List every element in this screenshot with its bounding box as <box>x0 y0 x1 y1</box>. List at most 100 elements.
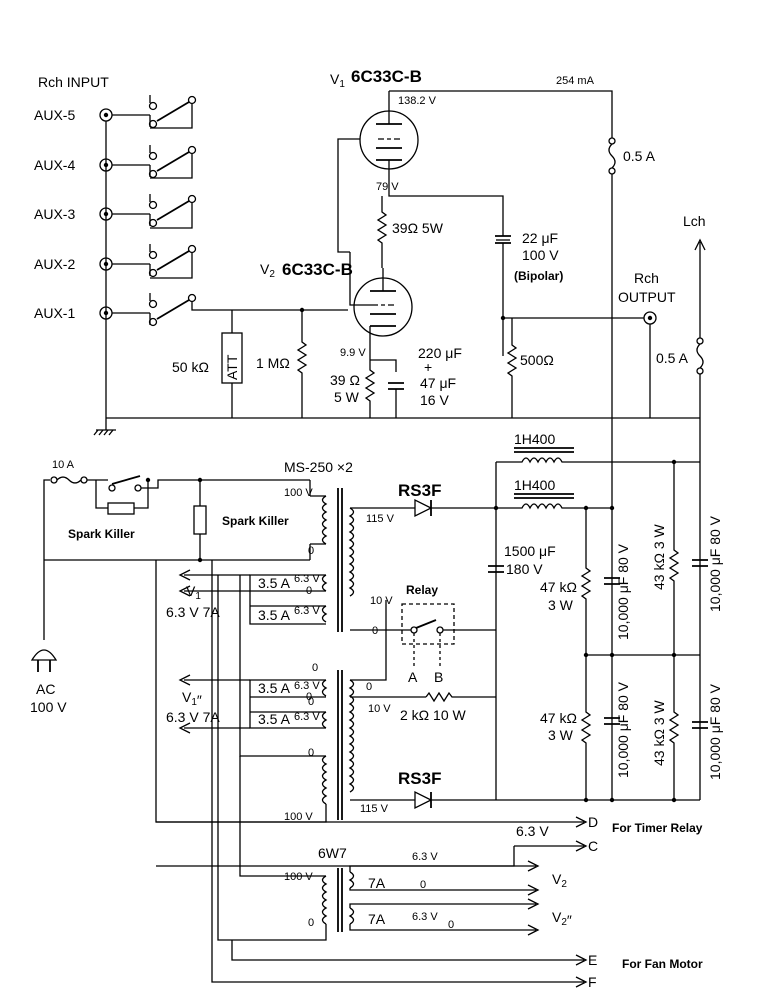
r-bleed-2b: 3 W <box>548 727 574 743</box>
transformer-6w7: 6W7 100 V 0 7A 7A 6.3 V 0 6.3 V 0 <box>217 575 540 941</box>
aux-jack-1: AUX-1 <box>34 305 113 321</box>
sec-7a-1: 7A <box>368 875 386 891</box>
r-bleed-1b: 3 W <box>548 597 574 613</box>
pri-0: 0 <box>308 917 314 929</box>
input-selector: Rch INPUT AUX-5 AUX-4 AUX-3 AUX-2 AUX-1 <box>34 74 348 418</box>
ac-label: AC <box>36 681 55 697</box>
resistor-43k-1: 43 kΩ 3 W <box>651 462 680 655</box>
tap-0-1: 0 <box>308 545 314 557</box>
resistor-500: 500Ω <box>506 318 554 418</box>
aux-jack-2: AUX-2 <box>34 256 113 272</box>
aux-label-1: AUX-1 <box>34 305 75 321</box>
relay-0-2: 0 <box>366 681 372 693</box>
ac-plug: AC 100 V <box>30 649 67 715</box>
big-caps-l: 10,000 μF 80 V 10,000 μF 80 V <box>692 515 723 780</box>
aux-label-2: AUX-2 <box>34 256 75 272</box>
heater-35a-1: 3.5 A <box>258 575 291 591</box>
terminal-v2: V2 <box>552 871 567 890</box>
heater-63v-3: 6.3 V <box>294 680 320 692</box>
output-line2: OUTPUT <box>618 289 676 305</box>
c-big-3: 10,000 μF 80 V <box>707 515 723 612</box>
aux-jack-3: AUX-3 <box>34 206 113 222</box>
rectifier-2: RS3F <box>398 769 700 810</box>
heater-35a-3: 3.5 A <box>258 680 291 696</box>
transformer-ms250-2: 10 V 0 2 kΩ 10 W 115 V 0 0 6.3 V 0 3.5 A… <box>155 560 496 823</box>
sec-7a-2: 7A <box>368 911 386 927</box>
r-relay-label: 2 kΩ 10 W <box>400 707 466 723</box>
v2-label: V2 <box>260 261 275 280</box>
aux-label-3: AUX-3 <box>34 206 75 222</box>
v1-label: V1 <box>330 71 345 90</box>
c-big-2: 10,000 μF 80 V <box>615 681 631 778</box>
bleeder-1: 47 kΩ 3 W <box>540 508 592 655</box>
terminal-v2pp: V2″ <box>552 909 572 928</box>
choke-1: 1H400 <box>496 431 700 464</box>
r-cathode-1: 39 Ω <box>330 372 360 388</box>
c-filter-2: 180 V <box>506 561 543 577</box>
output-jack: Rch OUTPUT <box>618 270 676 418</box>
sec-0-2: 0 <box>448 919 454 931</box>
capacitor-1500uF: 1500 μF 180 V <box>488 543 556 577</box>
rect-2-label: RS3F <box>398 769 441 788</box>
heater-35a-4: 3.5 A <box>258 711 291 727</box>
att-value: 50 kΩ <box>172 359 209 375</box>
c-coupling-3: (Bipolar) <box>514 269 563 283</box>
fuse-main-label: 10 A <box>52 459 75 471</box>
aux-jack-5: AUX-5 <box>34 107 113 123</box>
aux-label-5: AUX-5 <box>34 107 75 123</box>
sec-63v-1: 6.3 V <box>412 851 438 863</box>
c-filter-1: 1500 μF <box>504 543 556 559</box>
spark-killer-2: Spark Killer <box>222 514 289 528</box>
r-bleed-1a: 47 kΩ <box>540 579 577 595</box>
r-cathode-2: 5 W <box>334 389 360 405</box>
b-plus-line <box>389 90 613 138</box>
v1-heater-rating: 6.3 V 7A <box>166 604 220 620</box>
selector-switch <box>148 95 236 327</box>
terminal-d: D <box>588 814 598 830</box>
tap-100v-1: 100 V <box>284 487 313 499</box>
c-cathode-2: + <box>424 359 432 375</box>
v1-type: 6C33C-B <box>351 67 422 86</box>
c-cathode-4: 16 V <box>420 392 449 408</box>
c-cathode-3: 47 μF <box>420 375 456 391</box>
attenuator: ATT 50 kΩ <box>172 310 243 418</box>
heater-63v-4: 6.3 V <box>294 711 320 723</box>
fuse-b-label: 0.5 A <box>623 148 656 164</box>
relay-0: 0 <box>372 625 378 637</box>
current-label: 254 mA <box>556 75 595 87</box>
tap-0-3: 0 <box>308 747 314 759</box>
lch-label: Lch <box>683 213 706 229</box>
tap-0-2: 0 <box>312 662 318 674</box>
v1pp-heater-rating: 6.3 V 7A <box>166 709 220 725</box>
choke-2-label: 1H400 <box>514 477 555 493</box>
heater-35a-2: 3.5 A <box>258 607 291 623</box>
output-line1: Rch <box>634 270 659 286</box>
fan-lines <box>211 560 584 983</box>
c-big-1: 10,000 μF 80 V <box>615 543 631 640</box>
pri-100v: 100 V <box>284 871 313 883</box>
c-63v: 6.3 V <box>516 823 549 839</box>
c-coupling-2: 100 V <box>522 247 559 263</box>
c-cathode-1: 220 μF <box>418 345 462 361</box>
rectifier-1: RS3F <box>398 481 496 518</box>
heater-tr-name: 6W7 <box>318 845 347 861</box>
aux-jack-4: AUX-4 <box>34 157 113 173</box>
capacitor-cathode: 220 μF + 47 μF 16 V <box>388 345 462 418</box>
heater-63v-2: 6.3 V <box>294 605 320 617</box>
relay: Relay A B <box>386 583 496 685</box>
bleeder-2: 47 kΩ 3 W <box>540 655 592 800</box>
ac-voltage: 100 V <box>30 699 67 715</box>
big-caps-r: 10,000 μF 80 V 10,000 μF 80 V <box>604 543 631 778</box>
lch-path: Lch 0.5 A <box>656 213 706 800</box>
timer-relay-label: For Timer Relay <box>612 821 703 835</box>
fuse-b: 0.5 A <box>608 137 656 175</box>
choke-1-label: 1H400 <box>514 431 555 447</box>
relay-10v-2: 10 V <box>368 703 391 715</box>
ground-symbol <box>93 418 116 436</box>
v2-cathode-voltage: 9.9 V <box>340 347 366 359</box>
mid-voltage: 79 V <box>376 181 399 193</box>
heater-0-3: 0 <box>308 696 314 708</box>
resistor-39-5w: 39Ω 5W <box>376 196 444 268</box>
sec-0-1: 0 <box>420 879 426 891</box>
